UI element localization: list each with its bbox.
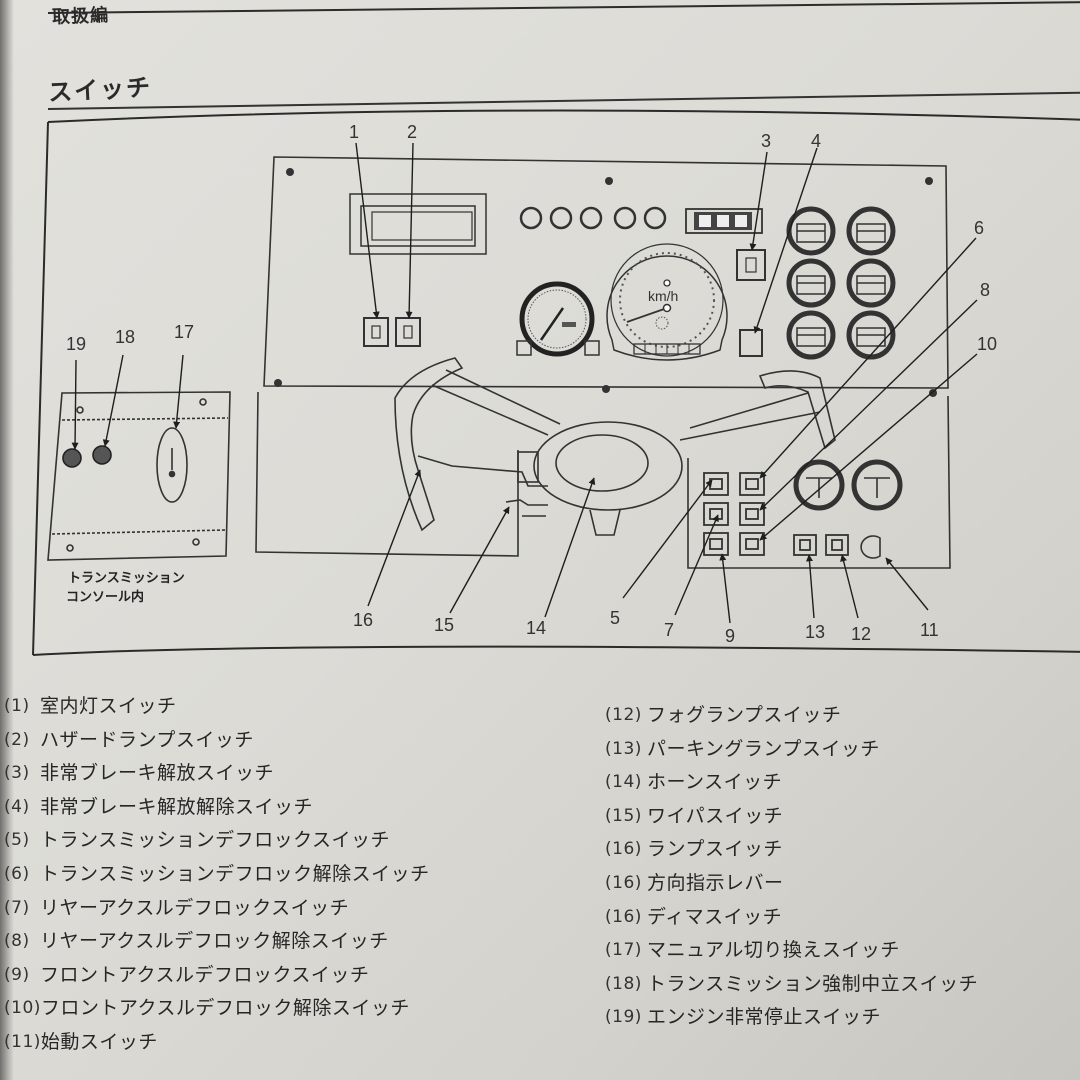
legend-number: (9) xyxy=(4,964,30,985)
legend-item: (18)トランスミッション強制中立スイッチ xyxy=(605,968,978,1002)
callout-14: 14 xyxy=(526,618,546,638)
callout-12: 12 xyxy=(851,624,871,644)
legend-item: (9) フロントアクスルデフロックスイッチ xyxy=(4,959,430,993)
upper-dash-panel: km/h xyxy=(263,156,949,397)
speedometer-unit-label: km/h xyxy=(648,288,678,304)
legend-item: (16)ディマスイッチ xyxy=(605,901,978,935)
legend-text: フォグランプスイッチ xyxy=(647,704,842,726)
legend-text: 始動スイッチ xyxy=(40,1030,158,1053)
page-binding-shadow xyxy=(0,0,14,1080)
legend-item: (7) リヤーアクスルデフロックスイッチ xyxy=(4,892,430,926)
legend-number: (14) xyxy=(605,772,642,793)
legend-text: トランスミッション強制中立スイッチ xyxy=(647,972,979,995)
legend-number: (7) xyxy=(4,897,30,918)
legend-item: (1) 室内灯スイッチ xyxy=(4,690,430,724)
speedometer: km/h xyxy=(606,243,728,361)
legend-number: (6) xyxy=(4,863,30,884)
legend-number: (17) xyxy=(605,940,642,961)
callout-15: 15 xyxy=(434,615,454,635)
legend-item: (16)方向指示レバー xyxy=(605,867,978,901)
legend-item: (14)ホーンスイッチ xyxy=(605,766,978,800)
legend-text: トランスミッションデフロック解除スイッチ xyxy=(40,862,430,885)
legend-text: ワイパスイッチ xyxy=(647,804,784,827)
legend-text: リヤーアクスルデフロックスイッチ xyxy=(40,896,350,919)
legend-number: (19) xyxy=(605,1007,642,1028)
legend-text: 非常ブレーキ解放スイッチ xyxy=(40,762,275,785)
legend-number: (4) xyxy=(4,796,30,817)
callout-4: 4 xyxy=(811,131,821,151)
legend-number: (3) xyxy=(4,763,30,784)
legend-number: (10) xyxy=(4,998,41,1019)
legend-number: (8) xyxy=(4,931,30,952)
callout-13: 13 xyxy=(805,622,825,642)
legend-number: (12) xyxy=(605,705,642,725)
legend-text: 方向指示レバー xyxy=(647,871,784,894)
legend-item: (2) ハザードランプスイッチ xyxy=(4,724,430,758)
callout-18: 18 xyxy=(115,327,135,347)
callout-19: 19 xyxy=(66,334,86,354)
legend-item: (8) リヤーアクスルデフロック解除スイッチ xyxy=(4,925,430,959)
callout-1: 1 xyxy=(349,122,359,142)
callout-numbers: 1 2 3 4 5 6 7 8 9 10 11 12 13 14 15 16 1… xyxy=(66,122,997,646)
legend-item: (6) トランスミッションデフロック解除スイッチ xyxy=(4,858,430,892)
callout-3: 3 xyxy=(761,131,771,151)
legend-number: (16) xyxy=(605,839,642,860)
legend-text: ディマスイッチ xyxy=(647,905,783,928)
legend-number: (1) xyxy=(4,696,30,716)
legend-item: (17)マニュアル切り換えスイッチ xyxy=(605,934,978,968)
legend-text: トランスミッションデフロックスイッチ xyxy=(40,829,391,852)
legend-number: (2) xyxy=(4,729,30,750)
legend-left-column: (1) 室内灯スイッチ (2) ハザードランプスイッチ (3) 非常ブレーキ解放スイッ… xyxy=(4,690,430,1060)
callout-17: 17 xyxy=(174,322,194,342)
legend-text: 室内灯スイッチ xyxy=(40,695,177,717)
callout-7: 7 xyxy=(664,620,674,640)
console-caption-line2: コンソール内 xyxy=(66,589,144,604)
legend-text: ランプスイッチ xyxy=(647,838,783,861)
legend-text: ハザードランプスイッチ xyxy=(40,728,254,751)
legend-item: (12)フォグランプスイッチ xyxy=(605,699,978,733)
legend-number: (5) xyxy=(4,830,30,851)
callout-5: 5 xyxy=(610,608,620,628)
legend-number: (15) xyxy=(605,805,642,826)
section-title: スイッチ xyxy=(47,73,153,107)
legend-number: (16) xyxy=(605,906,642,927)
switch-layout-diagram: km/h xyxy=(32,109,1080,656)
callout-2: 2 xyxy=(407,122,417,142)
transmission-console xyxy=(47,391,231,561)
console-caption-line1: トランスミッション xyxy=(68,570,185,585)
legend-text: パーキングランプスイッチ xyxy=(647,737,880,760)
legend-item: (5) トランスミッションデフロックスイッチ xyxy=(4,824,430,858)
legend-text: フロントアクスルデフロック解除スイッチ xyxy=(40,997,410,1020)
callout-16: 16 xyxy=(353,610,373,630)
legend-number: (18) xyxy=(605,973,642,994)
legend-item: (15)ワイパスイッチ xyxy=(605,800,978,834)
legend-item: (11)始動スイッチ xyxy=(4,1026,430,1060)
legend-text: フロントアクスルデフロックスイッチ xyxy=(40,963,370,986)
legend-item: (4) 非常ブレーキ解放解除スイッチ xyxy=(4,791,430,825)
legend-number: (11) xyxy=(4,1031,41,1052)
legend-item: (19)エンジン非常停止スイッチ xyxy=(605,1001,978,1035)
gauge-cluster xyxy=(786,206,896,360)
legend-text: リヤーアクスルデフロック解除スイッチ xyxy=(40,930,389,953)
callout-10: 10 xyxy=(977,334,997,354)
callout-8: 8 xyxy=(980,280,990,300)
legend-item: (3) 非常ブレーキ解放スイッチ xyxy=(4,757,430,791)
legend-number: (16) xyxy=(605,872,642,893)
callout-leaders xyxy=(71,142,978,624)
legend-text: 非常ブレーキ解放解除スイッチ xyxy=(40,795,314,818)
legend-text: ホーンスイッチ xyxy=(647,771,783,794)
header-label: 取扱編 xyxy=(51,5,110,28)
legend-text: マニュアル切り換えスイッチ xyxy=(647,939,900,962)
callout-9: 9 xyxy=(725,626,735,646)
header-rule xyxy=(47,1,1080,14)
legend-text: エンジン非常停止スイッチ xyxy=(647,1006,882,1029)
callout-11: 11 xyxy=(920,620,939,640)
legend-right-column: (12)フォグランプスイッチ (13)パーキングランプスイッチ (14)ホーンス… xyxy=(605,699,978,1035)
legend-item: (13)パーキングランプスイッチ xyxy=(605,733,978,767)
legend-item: (10)フロントアクスルデフロック解除スイッチ xyxy=(4,992,430,1026)
legend-number: (13) xyxy=(605,738,642,759)
legend-item: (16)ランプスイッチ xyxy=(605,833,978,867)
callout-6: 6 xyxy=(974,218,984,238)
